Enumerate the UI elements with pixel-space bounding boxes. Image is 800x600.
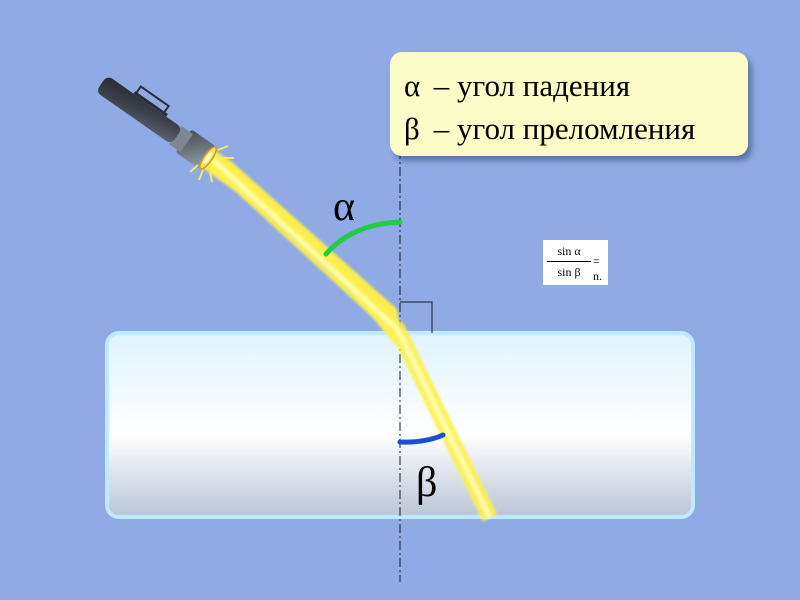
right-angle-marker <box>400 301 433 333</box>
legend-alpha-text: – угол падения <box>426 68 631 103</box>
legend-row-beta: β – угол преломления <box>404 107 748 150</box>
legend-beta-symbol: β <box>404 111 420 146</box>
legend-box: α – угол падения β – угол преломления <box>390 52 748 156</box>
beta-label: β <box>416 460 438 506</box>
formula-denominator: sin β <box>557 265 581 279</box>
formula-fraction: sin α sin β <box>547 243 591 280</box>
formula-numerator: sin α <box>557 244 581 258</box>
formula-fraction-bar <box>547 261 591 262</box>
beta-arc <box>397 432 446 445</box>
formula-rhs: = n. <box>593 254 602 283</box>
alpha-label: α <box>333 184 356 230</box>
alpha-arc <box>323 219 403 257</box>
legend-row-alpha: α – угол падения <box>404 64 748 107</box>
legend-beta-text: – угол преломления <box>426 111 696 146</box>
flashlight-icon <box>98 77 217 170</box>
flashlight-glow <box>189 145 234 183</box>
snell-formula: sin α sin β = n. <box>543 240 608 285</box>
legend-alpha-symbol: α <box>404 68 421 103</box>
light-beam <box>200 150 498 522</box>
